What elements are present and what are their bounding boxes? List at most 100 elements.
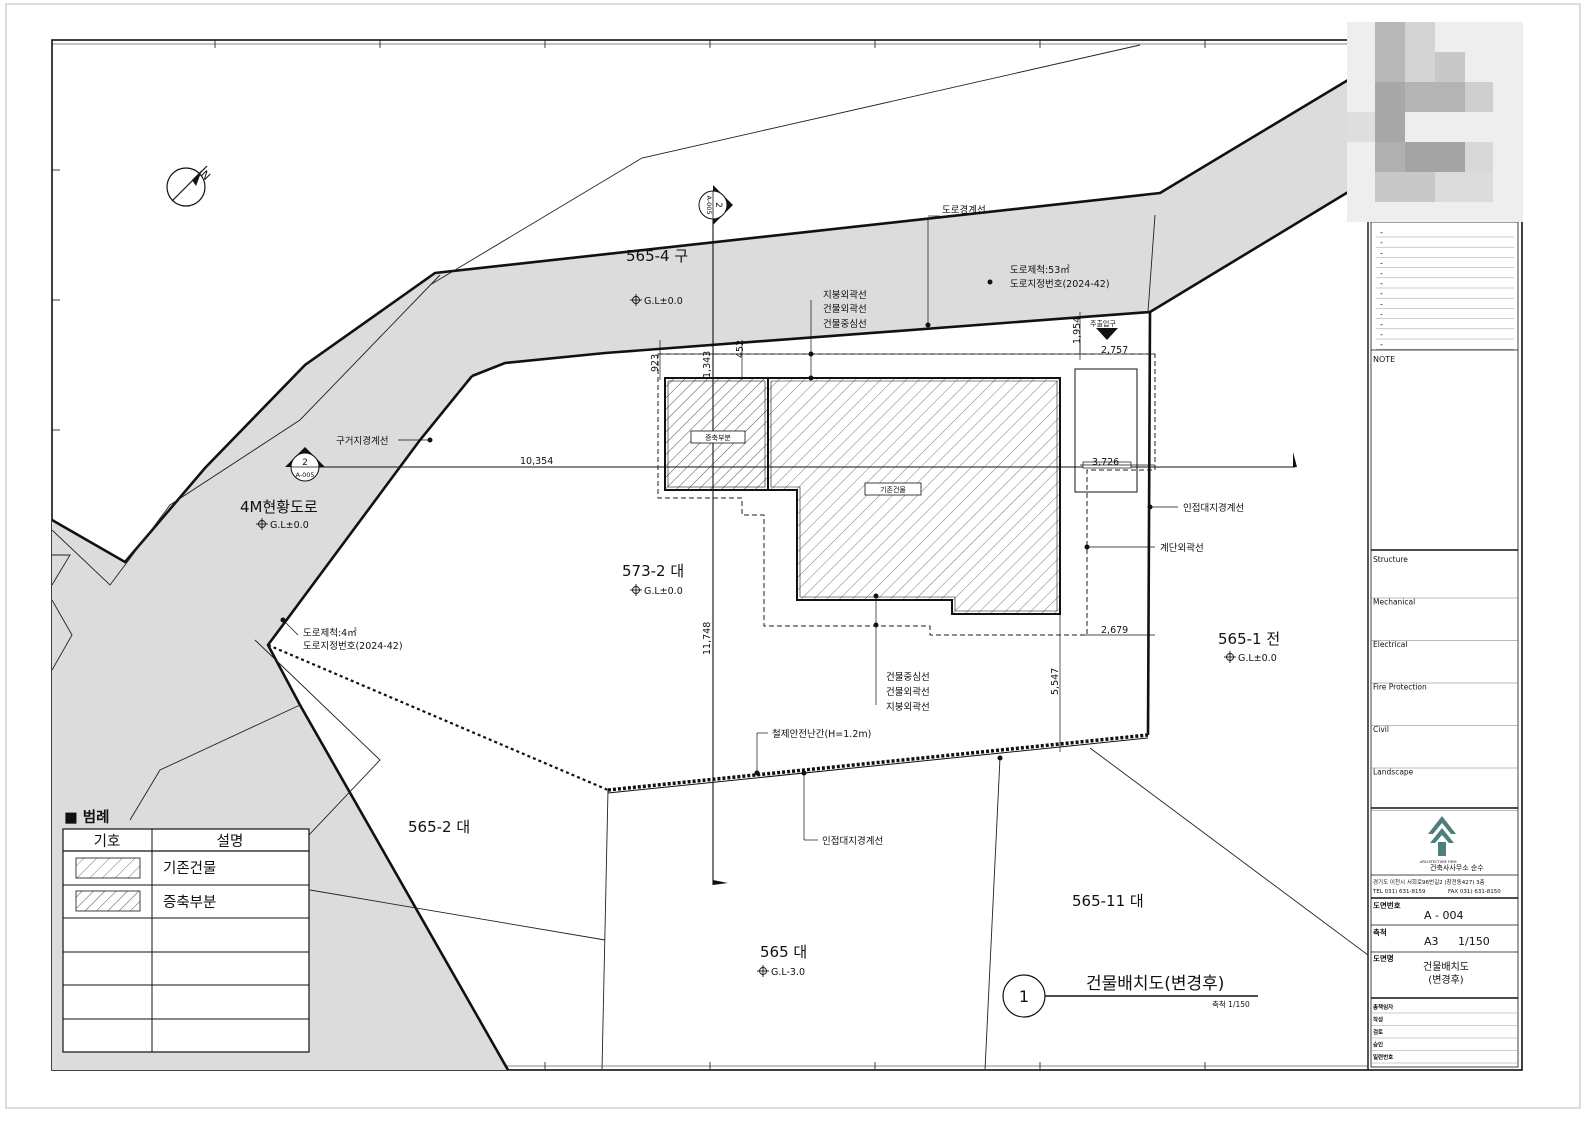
existing-tag: 기존건물 <box>864 482 922 496</box>
gl-markers <box>256 294 1236 977</box>
label-railing: 철제안전난간(H=1.2m) <box>772 729 871 740</box>
discipline-label: Electrical <box>1373 640 1407 649</box>
gl-label-573-2: G.L±0.0 <box>644 586 683 597</box>
parcel-label-565-2: 565-2 대 <box>408 818 470 836</box>
sheet-border <box>5 3 1581 1109</box>
legend-col-desc: 설명 <box>217 833 244 850</box>
dim-452: 452 <box>735 340 746 358</box>
label-adjacent-boundary-bottom: 인접대지경계선 <box>822 835 883 847</box>
entrance-arrow <box>1096 328 1118 340</box>
drawing-number: 1 <box>1019 987 1029 1006</box>
parcel-labels: 565-4 구 4M현황도로 573-2 대 565-1 전 565-2 대 5… <box>240 247 1280 961</box>
drawing-name-1: 건물배치도 <box>1423 961 1469 973</box>
existing-building <box>767 377 1061 615</box>
dim-3726: 3,726 <box>1092 457 1119 468</box>
label-road-area-left-1: 도로제척:4㎡ <box>303 628 357 639</box>
dim-2679: 2,679 <box>1101 625 1128 636</box>
scale-value: 1/150 <box>1458 935 1490 948</box>
dash-row-marker: - <box>1380 299 1383 308</box>
label-old-boundary: 구거지경계선 <box>336 435 388 447</box>
section-mark-left <box>285 447 325 482</box>
drawing-no-value: A - 004 <box>1424 909 1463 922</box>
section-top-number: 2 <box>713 202 723 208</box>
dim-923: 923 <box>650 354 661 372</box>
annotation-labels: 도로경계선 도로제척:53㎡ 도로지정번호(2024-42) 지붕외곽선 건물외… <box>303 204 1244 847</box>
label-bldg-outline-top: 건물외곽선 <box>823 303 867 315</box>
office-address: 경기도 이천시 서희로96번길2 (창전동427) 3층 <box>1373 878 1485 886</box>
label-roof-outline-bottom: 지붕외곽선 <box>886 701 930 713</box>
gl-label-565-1: G.L±0.0 <box>1238 653 1277 664</box>
section-mark-top <box>698 185 733 225</box>
dash-row-marker: - <box>1380 238 1383 247</box>
parcel-label-565-4: 565-4 구 <box>626 247 688 265</box>
title-block-dash-rows: ------------ <box>1376 228 1514 350</box>
gl-label-565: G.L-3.0 <box>771 967 805 978</box>
label-bldg-center-bottom: 건물중심선 <box>886 672 930 683</box>
label-road-area-left-2: 도로지정번호(2024-42) <box>303 641 403 652</box>
office-name: 건축사사무소 순수 <box>1430 863 1484 872</box>
dash-row-marker: - <box>1380 228 1383 237</box>
dash-row-marker: - <box>1380 330 1383 339</box>
label-stair-outline: 계단외곽선 <box>1160 542 1204 554</box>
dash-row-marker: - <box>1380 269 1383 278</box>
label-road-boundary: 도로경계선 <box>942 204 986 216</box>
office-logo <box>1428 816 1456 856</box>
label-road-area-top-1: 도로제척:53㎡ <box>1010 265 1070 276</box>
discipline-label: Fire Protection <box>1373 683 1427 692</box>
extension-tag: 증축부분 <box>690 430 746 444</box>
legend: ■ 범례 기호 설명 기존건물 증축부분 <box>62 809 310 1053</box>
dash-row-marker: - <box>1380 259 1383 268</box>
existing-tag-text: 기존건물 <box>880 485 906 494</box>
sign-row-label: 승인 <box>1373 1041 1383 1049</box>
dash-row-marker: - <box>1380 248 1383 257</box>
parcel-label-565: 565 대 <box>760 943 807 961</box>
drawing-name-label: 도면명 <box>1373 953 1394 963</box>
label-road-area-top-2: 도로지정번호(2024-42) <box>1010 279 1110 290</box>
dash-row-marker: - <box>1380 340 1383 349</box>
discipline-label: Civil <box>1373 725 1389 734</box>
drawing-title-block: 1 건물배치도(변경후) 축척 1/150 <box>1019 974 1250 1009</box>
dash-row-marker: - <box>1380 320 1383 329</box>
label-roof-outline-top: 지붕외곽선 <box>823 289 867 301</box>
blurred-stamp <box>1347 22 1523 222</box>
dim-10354: 10,354 <box>520 456 553 467</box>
parcel-label-565-11: 565-11 대 <box>1072 892 1144 910</box>
office-tel: TEL 031) 631-8159 <box>1372 889 1426 895</box>
section-mark-texts: 2 A-005 2 A-005 <box>295 195 723 479</box>
drawing-no-label: 도면번호 <box>1373 900 1401 910</box>
legend-symbol-existing <box>75 857 141 879</box>
sign-row-label: 작성 <box>1373 1016 1383 1024</box>
parcel-label-565-1: 565-1 전 <box>1218 630 1280 648</box>
dim-1343: 1,343 <box>702 351 713 378</box>
office-fax: FAX 031) 631-8150 <box>1448 889 1501 895</box>
dim-11748: 11,748 <box>702 622 713 655</box>
dim-1954: 1,954 <box>1072 317 1083 344</box>
legend-heading: ■ 범례 <box>64 809 109 826</box>
section-top-sheet: A-005 <box>705 195 713 214</box>
sign-row-label: 일련번호 <box>1373 1053 1393 1061</box>
dim-2757: 2,757 <box>1101 345 1128 356</box>
parcel-label-4m-road: 4M현황도로 <box>240 498 318 516</box>
dimension-lines <box>282 215 1178 841</box>
dash-row-marker: - <box>1380 279 1383 288</box>
legend-symbol-extension <box>75 890 141 912</box>
label-adjacent-boundary-right: 인접대지경계선 <box>1183 502 1244 514</box>
sign-row-label: 검토 <box>1373 1028 1383 1036</box>
discipline-label: Structure <box>1373 555 1408 564</box>
discipline-label: Landscape <box>1373 768 1414 777</box>
north-arrow <box>166 165 208 207</box>
legend-desc-extension: 증축부분 <box>163 894 216 911</box>
label-bldg-center-top: 건물중심선 <box>823 319 867 330</box>
drawing-title: 건물배치도(변경후) <box>1086 974 1224 994</box>
label-entrance: 주출입구 <box>1090 319 1116 328</box>
legend-desc-existing: 기존건물 <box>163 860 216 877</box>
leader-dots <box>280 279 1153 776</box>
label-bldg-outline-bottom: 건물외곽선 <box>886 686 930 698</box>
dim-5547: 5,547 <box>1050 668 1061 695</box>
road-565-4-fill <box>435 68 1368 382</box>
gl-label-road-4m: G.L±0.0 <box>270 520 309 531</box>
dash-row-marker: - <box>1380 289 1383 298</box>
